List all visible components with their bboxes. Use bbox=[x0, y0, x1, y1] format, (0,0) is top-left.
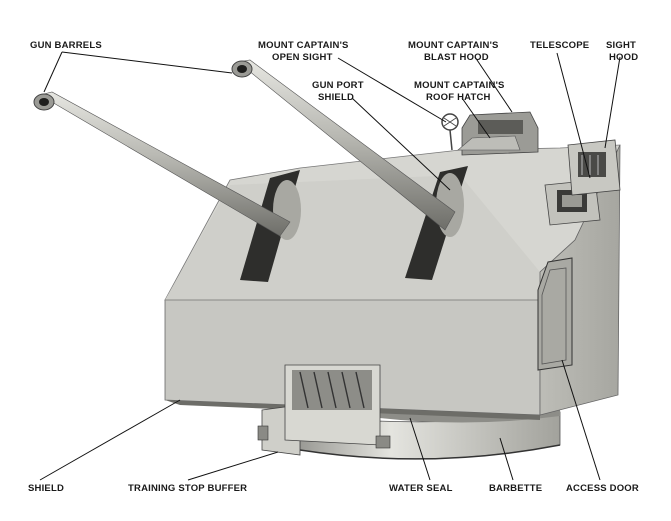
leader-roof-hatch bbox=[461, 97, 491, 139]
label-access-door: ACCESS DOOR bbox=[566, 483, 639, 494]
training-stop-buffer bbox=[257, 364, 391, 456]
label-roof-hatch-line2: ROOF HATCH bbox=[426, 92, 491, 103]
label-gun-port-line1: GUN PORT bbox=[312, 80, 364, 91]
label-shield: SHIELD bbox=[28, 483, 64, 494]
label-open-sight-line1: MOUNT CAPTAIN'S bbox=[258, 40, 349, 51]
leader-training-stop bbox=[187, 451, 279, 481]
leader-sight-hood bbox=[604, 56, 621, 149]
leader-gun-barrels-right bbox=[61, 51, 233, 74]
label-gun-barrels: GUN BARRELS bbox=[30, 40, 102, 51]
leader-gun-barrels-left bbox=[43, 51, 63, 93]
access-door bbox=[537, 257, 573, 371]
gun-barrel-right bbox=[231, 59, 456, 231]
gun-barrel-left bbox=[33, 91, 291, 237]
leader-blast-hood bbox=[474, 56, 513, 113]
leader-open-sight bbox=[337, 57, 447, 123]
label-blast-hood-line1: MOUNT CAPTAIN'S bbox=[408, 40, 499, 51]
label-sight-hood-line2: HOOD bbox=[609, 52, 638, 63]
leader-water-seal bbox=[409, 417, 431, 481]
label-barbette: BARBETTE bbox=[489, 483, 542, 494]
leader-access-door bbox=[561, 359, 601, 481]
sight-hood bbox=[567, 139, 621, 196]
leader-telescope bbox=[556, 52, 591, 179]
leader-shield bbox=[39, 399, 181, 481]
leader-lines bbox=[39, 51, 621, 481]
label-water-seal: WATER SEAL bbox=[389, 483, 453, 494]
leader-barbette bbox=[499, 437, 514, 481]
label-gun-port-line2: SHIELD bbox=[318, 92, 354, 103]
labels: GUN BARRELS MOUNT CAPTAIN'S OPEN SIGHT G… bbox=[28, 40, 639, 494]
label-training-stop-buffer: TRAINING STOP BUFFER bbox=[128, 483, 247, 494]
mount-captains-open-sight bbox=[441, 113, 459, 151]
label-blast-hood-line2: BLAST HOOD bbox=[424, 52, 489, 63]
label-open-sight-line2: OPEN SIGHT bbox=[272, 52, 333, 63]
mount-captains-roof-hatch bbox=[457, 135, 521, 151]
label-telescope: TELESCOPE bbox=[530, 40, 589, 51]
leader-gun-port bbox=[351, 97, 451, 191]
label-sight-hood-line1: SIGHT bbox=[606, 40, 636, 51]
label-roof-hatch-line1: MOUNT CAPTAIN'S bbox=[414, 80, 505, 91]
